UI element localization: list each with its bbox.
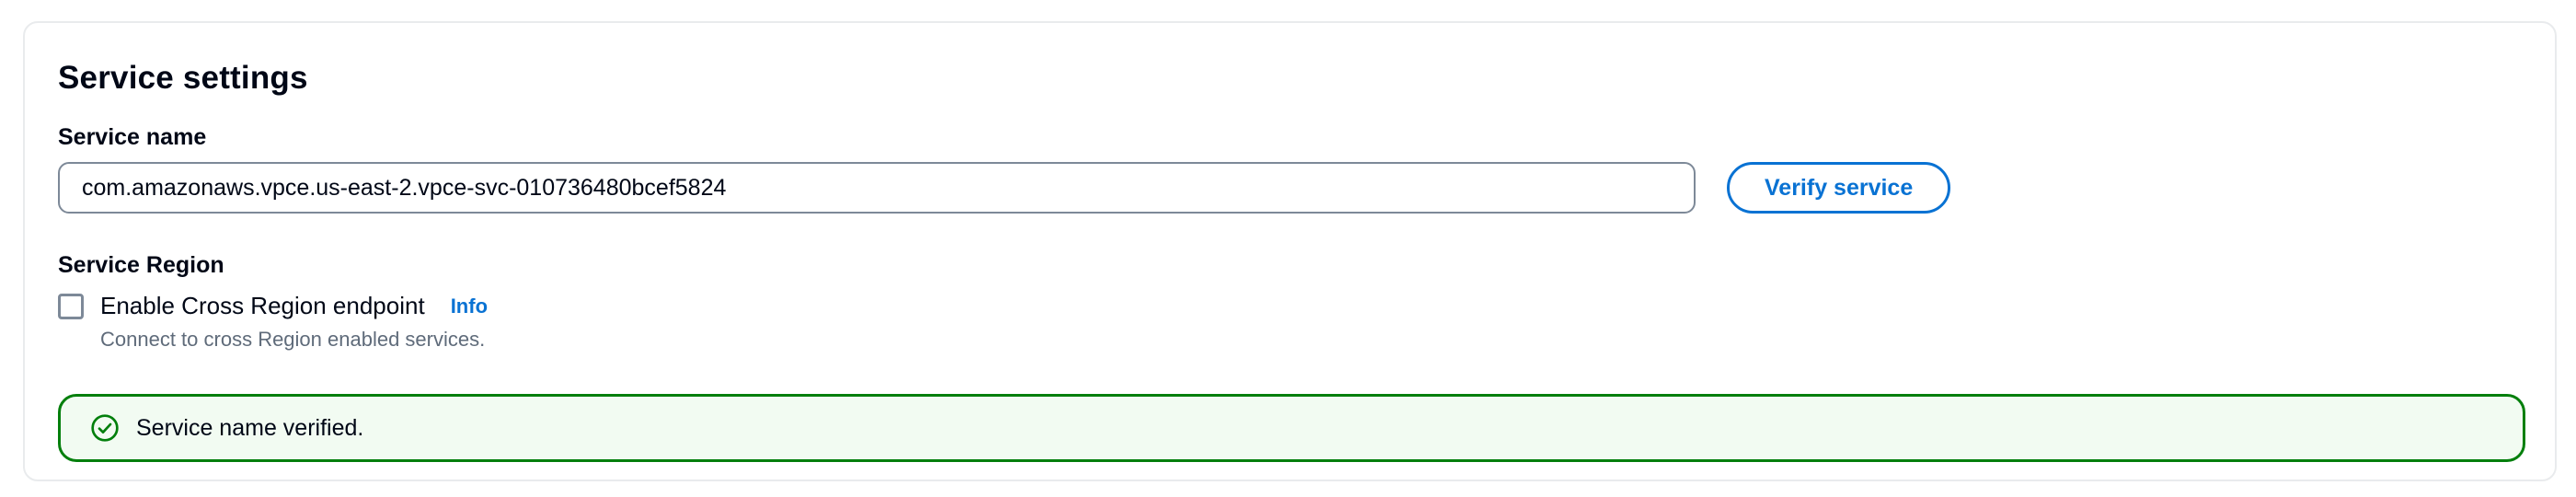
verify-service-button[interactable]: Verify service [1727, 162, 1951, 214]
service-name-row: Verify service [58, 162, 2522, 214]
service-name-label: Service name [58, 124, 207, 150]
cross-region-checkbox[interactable] [58, 293, 84, 319]
info-link[interactable]: Info [450, 294, 489, 318]
success-alert: Service name verified. [58, 394, 2525, 462]
cross-region-checkbox-row: Enable Cross Region endpoint Info [58, 292, 2522, 320]
cross-region-description: Connect to cross Region enabled services… [100, 328, 486, 351]
service-region-label: Service Region [58, 252, 224, 278]
alert-message: Service name verified. [136, 414, 364, 441]
service-name-input[interactable] [58, 162, 1696, 214]
success-check-icon [90, 413, 120, 443]
panel-title: Service settings [58, 60, 308, 96]
service-settings-panel: Service settings Service name Verify ser… [23, 21, 2557, 481]
cross-region-checkbox-label[interactable]: Enable Cross Region endpoint [100, 292, 425, 319]
